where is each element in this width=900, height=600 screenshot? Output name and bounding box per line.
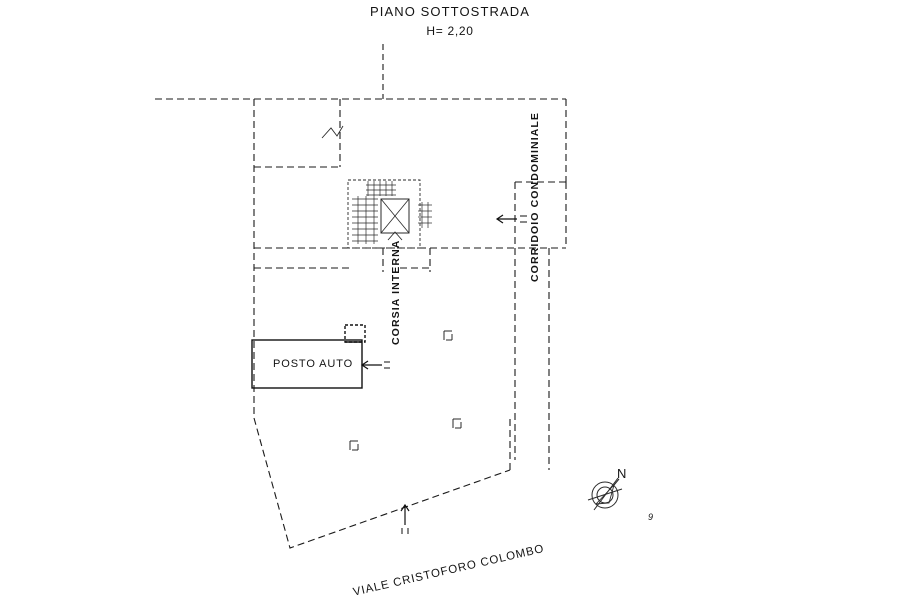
- page-subtitle-height: H= 2,20: [426, 24, 474, 38]
- label-scale-mark: 9: [648, 512, 654, 522]
- corridor-arrow-head: [495, 214, 504, 224]
- cadastral-boundary-group: [155, 98, 567, 549]
- compass-rose-icon: [587, 477, 623, 511]
- roof-slope-mark: [321, 125, 344, 139]
- pillar-marker: [349, 440, 359, 451]
- pillar-markers: [349, 330, 462, 451]
- compass-north-tip: [613, 478, 620, 486]
- label-corsia-interna: CORSIA INTERNA: [390, 239, 402, 345]
- courtyard-boundary: [253, 417, 511, 549]
- access-arrows: [360, 214, 527, 534]
- stair-elevator-core: [347, 179, 432, 249]
- direction-chevron: [387, 231, 403, 241]
- label-north: N: [617, 466, 627, 481]
- duct-hatch: [418, 202, 432, 228]
- page-title: PIANO SOTTOSTRADA: [369, 4, 531, 19]
- entrance-arrow-head: [400, 503, 410, 512]
- zigzag-mark: [321, 125, 344, 139]
- pillar-marker: [443, 330, 453, 341]
- elevator-cross-b: [380, 198, 410, 234]
- elevator-cab: [380, 198, 410, 234]
- parking-arrow-head: [360, 360, 369, 370]
- core-outline: [347, 179, 421, 249]
- stair-ribs: [357, 196, 375, 244]
- label-posto-auto: POSTO AUTO: [273, 358, 354, 370]
- parking-space-outline: [251, 339, 363, 389]
- parking-space-box: [251, 324, 366, 389]
- core-upper-hatch: [366, 181, 396, 196]
- label-corridoio-condominiale: CORRIDOIO CONDOMINIALE: [529, 111, 541, 282]
- pillar-marker: [452, 418, 462, 429]
- compass-needle: [595, 484, 615, 505]
- compass-outer-circle: [591, 481, 619, 509]
